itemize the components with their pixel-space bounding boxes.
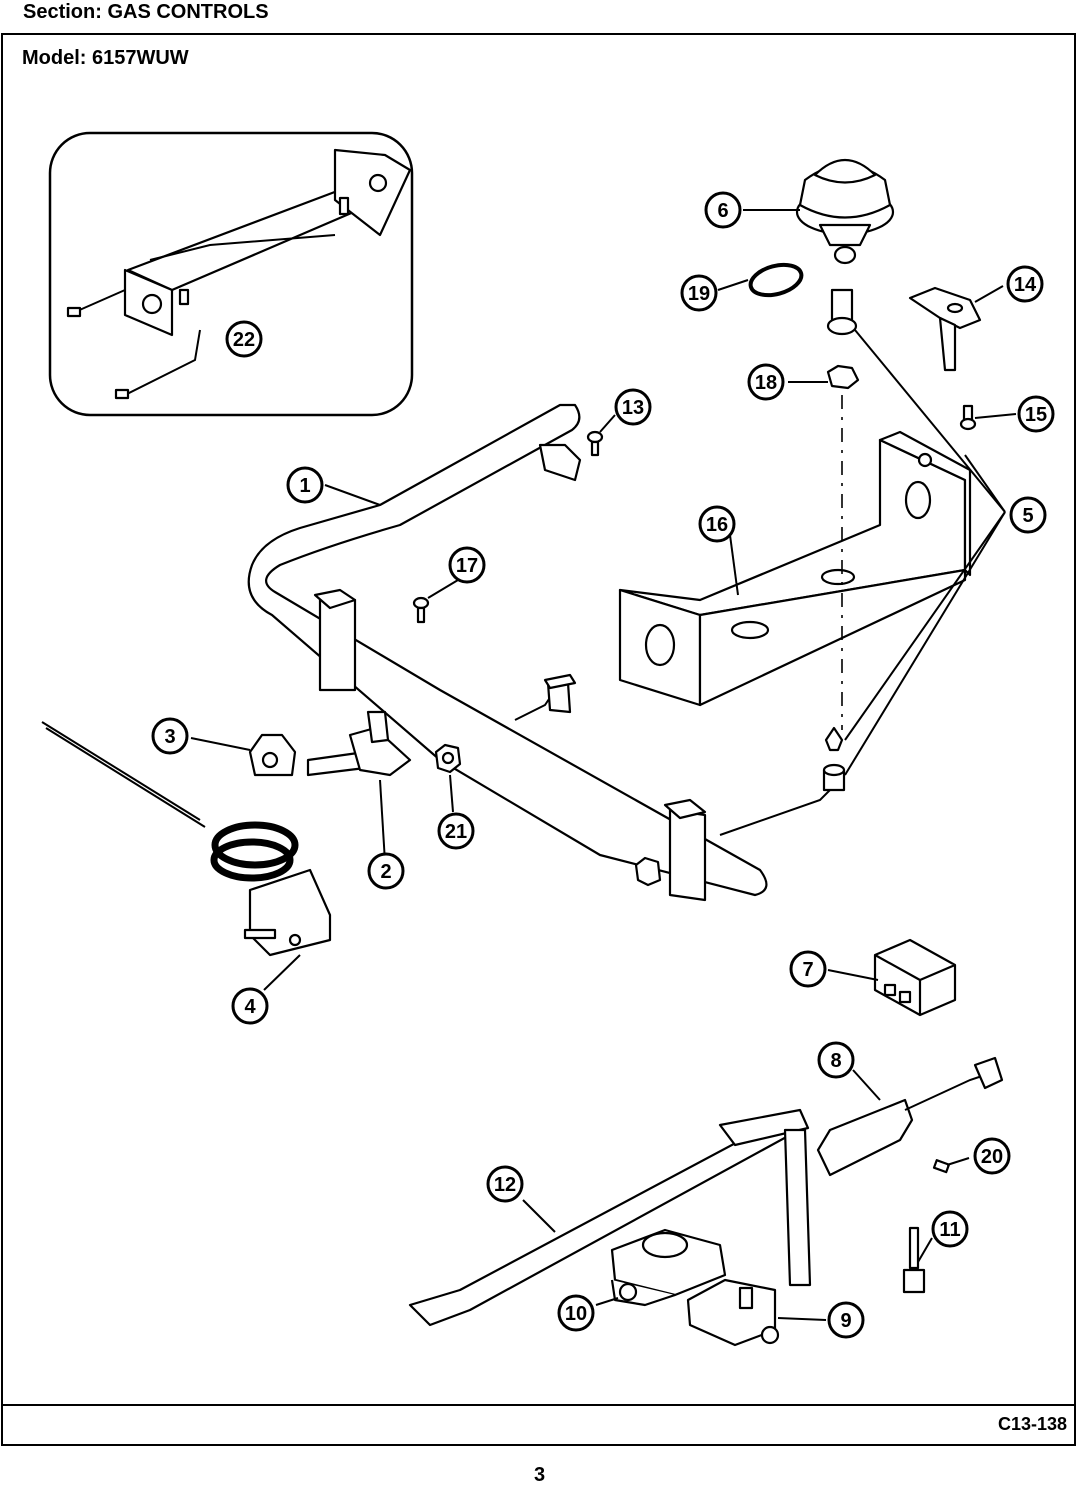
- part-1-manifold: [247, 403, 831, 902]
- callout-8: 8: [817, 1041, 855, 1079]
- callout-7: 7: [789, 950, 827, 988]
- part-5-orifice-top: [826, 288, 858, 336]
- svg-text:8: 8: [830, 1050, 841, 1072]
- svg-text:20: 20: [981, 1146, 1003, 1168]
- svg-text:10: 10: [565, 1303, 587, 1325]
- part-4-thermostat: [41, 721, 332, 957]
- part-13-screw: [586, 430, 604, 457]
- part-20-screw: [932, 1159, 951, 1174]
- part-17-screw: [412, 596, 430, 624]
- callout-21: 21: [437, 812, 475, 850]
- diagram-frame: [1, 33, 1076, 1446]
- callout-11: 11: [931, 1210, 969, 1248]
- svg-text:22: 22: [233, 329, 255, 351]
- svg-text:3: 3: [164, 726, 175, 748]
- callout-2: 2: [367, 852, 405, 890]
- svg-text:4: 4: [244, 996, 256, 1018]
- part-21-nut: [434, 743, 462, 774]
- svg-text:12: 12: [494, 1174, 516, 1196]
- svg-text:18: 18: [755, 372, 777, 394]
- svg-text:17: 17: [456, 555, 478, 577]
- callout-16: 16: [698, 505, 736, 543]
- callout-14: 14: [1006, 265, 1044, 303]
- svg-text:14: 14: [1014, 274, 1037, 296]
- svg-text:16: 16: [706, 514, 728, 536]
- callout-18: 18: [747, 363, 785, 401]
- part-22-illustration: [66, 148, 412, 400]
- svg-text:19: 19: [688, 283, 710, 305]
- callout-3: 3: [151, 717, 189, 755]
- page-number: 3: [533, 1464, 546, 1486]
- part-11-orifice: [902, 1226, 926, 1294]
- svg-text:2: 2: [380, 861, 391, 883]
- part-2-shaft-bracket: [306, 710, 412, 777]
- svg-text:11: 11: [939, 1219, 960, 1241]
- svg-text:6: 6: [717, 200, 728, 222]
- inset-panel: [48, 131, 414, 417]
- part-5-orifices-bottom: [822, 726, 846, 792]
- part-6-burner-cap: [795, 159, 895, 265]
- part-10-valve: [610, 1228, 727, 1307]
- callout-22: 22: [225, 320, 263, 358]
- diagram-code: C13-138: [997, 1414, 1067, 1434]
- svg-text:1: 1: [299, 475, 310, 497]
- callout-12: 12: [486, 1165, 524, 1203]
- part-12-burner-tube: [408, 1108, 812, 1327]
- model-title: Model: 6157WUW: [22, 47, 189, 69]
- part-8-ignitor: [816, 1056, 1004, 1177]
- callout-15: 15: [1017, 395, 1055, 433]
- svg-text:21: 21: [445, 821, 467, 843]
- part-7-spark-module: [873, 938, 957, 1017]
- part-18-nut: [826, 364, 860, 390]
- svg-text:7: 7: [802, 959, 813, 981]
- leader-lines: [190, 209, 1017, 1321]
- svg-text:5: 5: [1022, 505, 1033, 527]
- callout-20: 20: [973, 1137, 1011, 1175]
- callout-19: 19: [680, 274, 718, 312]
- part-15-screw: [959, 404, 977, 431]
- part-14-bracket: [908, 286, 982, 372]
- callout-4: 4: [231, 987, 269, 1025]
- callout-13: 13: [614, 388, 652, 426]
- svg-text:9: 9: [840, 1310, 851, 1332]
- callout-17: 17: [448, 546, 486, 584]
- svg-text:15: 15: [1025, 404, 1047, 426]
- svg-text:13: 13: [622, 397, 644, 419]
- callout-10: 10: [557, 1294, 595, 1332]
- part-16-bracket: [618, 430, 972, 707]
- section-title: Section: GAS CONTROLS: [23, 1, 269, 23]
- callout-9: 9: [827, 1301, 865, 1339]
- callout-1: 1: [286, 466, 324, 504]
- part-19-o-ring: [748, 262, 804, 298]
- footer-divider: [1, 1404, 1076, 1406]
- part-3-clip: [248, 733, 297, 777]
- callout-5: 5: [1009, 496, 1047, 534]
- part-9-safety-valve: [686, 1278, 780, 1347]
- callout-6: 6: [704, 191, 742, 229]
